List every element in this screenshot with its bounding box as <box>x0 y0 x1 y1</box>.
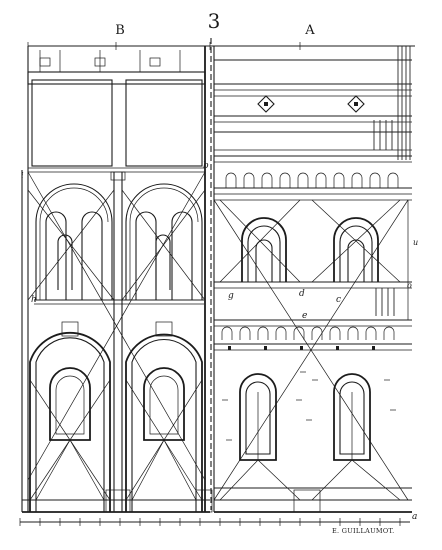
lower-arcade-frieze <box>214 319 412 351</box>
triforium-windows <box>214 200 412 320</box>
point-label-b: b <box>203 161 209 171</box>
section-b-label: B <box>115 23 125 38</box>
stonework-marks <box>222 371 396 441</box>
buttress-hatching <box>373 46 411 316</box>
scale-bar <box>19 518 410 526</box>
top-datum-line <box>27 42 415 50</box>
point-label-u: u <box>413 238 418 247</box>
point-label-d: d <box>299 289 305 299</box>
section-a-label: A <box>304 23 315 38</box>
upper-arcade-frieze <box>214 172 412 201</box>
point-label-h: h <box>31 295 37 305</box>
section-a-elevation <box>213 46 412 513</box>
engraver-signature: E. GUILLAUMOT. <box>332 527 395 535</box>
point-label-a: a <box>412 512 417 522</box>
point-label-e: e <box>302 311 307 321</box>
ground-floor-windows <box>239 373 371 461</box>
figure-number: 3 <box>208 9 221 33</box>
section-b-elevation <box>21 46 215 513</box>
point-label-g: g <box>228 291 234 301</box>
point-label-c: c <box>336 295 341 305</box>
point-label-o: o <box>407 281 412 290</box>
